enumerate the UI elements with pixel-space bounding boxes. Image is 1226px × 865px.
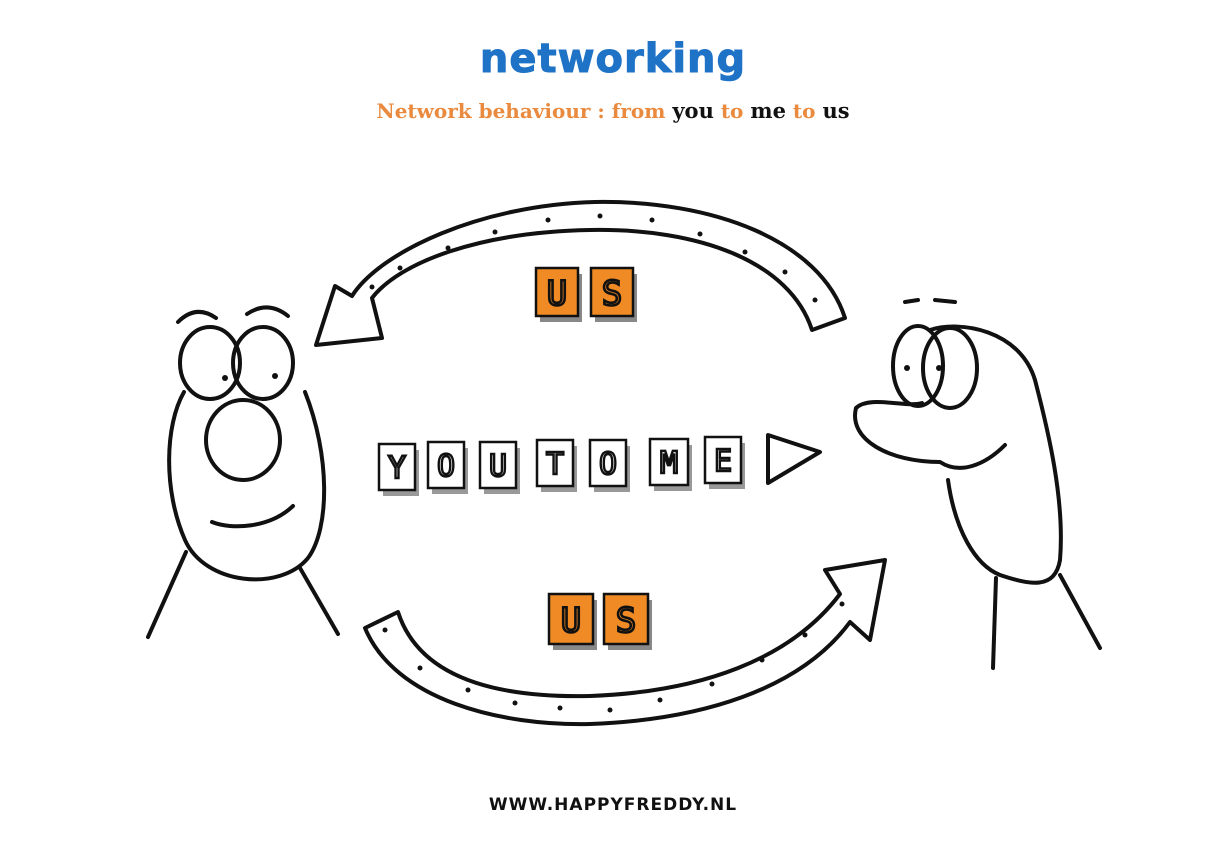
tile-letter: M <box>660 446 678 481</box>
tile: O <box>426 440 468 494</box>
subtitle-part2: to <box>720 99 744 123</box>
top-arrow <box>314 199 847 347</box>
tile-letter: T <box>546 447 564 482</box>
tile-letter: O <box>599 447 617 482</box>
tile-letter: O <box>437 449 455 484</box>
tile: E <box>703 435 745 489</box>
tile: S <box>602 592 652 650</box>
tile-letter: S <box>616 601 636 641</box>
direction-triangle <box>766 433 822 485</box>
bottom-us-tiles: U S <box>547 592 652 650</box>
arrow-dots <box>369 213 845 713</box>
subtitle-word-us: us <box>822 98 850 123</box>
tile-letter: U <box>489 449 507 484</box>
footer-website: WWW.HAPPYFREDDY.NL <box>488 795 738 815</box>
top-us-tiles: U S <box>534 266 637 322</box>
tile: S <box>589 266 637 322</box>
left-character <box>146 305 340 639</box>
tile: U <box>547 592 597 650</box>
tile: T <box>535 438 577 492</box>
bottom-arrow <box>363 558 887 727</box>
tile-letter: Y <box>388 451 406 486</box>
tile-letter: U <box>547 274 567 314</box>
tile-letter: S <box>602 274 622 314</box>
left-pupil <box>272 373 278 379</box>
tile: O <box>588 438 630 492</box>
subtitle-word-you: you <box>672 98 714 123</box>
right-pupil <box>936 365 942 371</box>
tile: U <box>478 440 520 494</box>
page-title: NETWORKING <box>479 36 747 83</box>
subtitle-word-me: me <box>750 98 786 123</box>
tile: U <box>534 266 582 322</box>
right-pupil <box>904 365 910 371</box>
subtitle-part1: Network behaviour : from <box>376 99 666 123</box>
left-pupil <box>222 375 228 381</box>
tile: Y <box>377 442 419 496</box>
subtitle: Network behaviour : from you to me to us <box>0 98 1226 123</box>
right-character <box>853 298 1102 670</box>
tile: M <box>648 437 692 491</box>
tile-letter: E <box>714 444 732 479</box>
subtitle-part3: to <box>792 99 816 123</box>
tile-letter: U <box>561 601 581 641</box>
youtome-tiles: Y O U T O M E <box>377 435 745 496</box>
